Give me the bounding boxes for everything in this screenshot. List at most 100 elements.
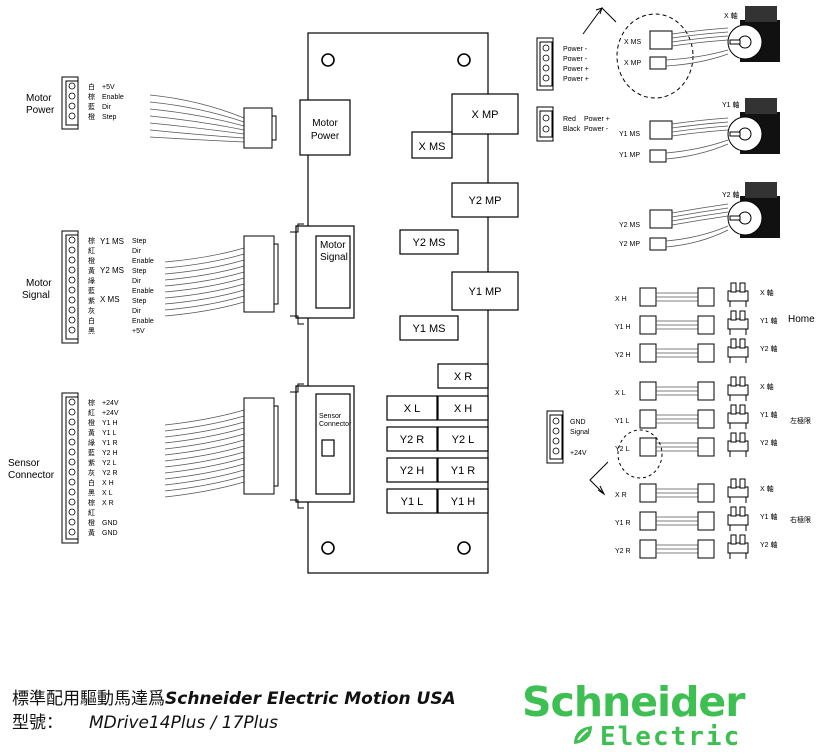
sensor-axis-label: X 軸 — [760, 484, 774, 493]
y1-ms-plug — [649, 120, 673, 140]
y2-motor-ms-label: Y2 MS — [619, 222, 640, 229]
board-x-ms — [411, 131, 453, 159]
ms-pin — [68, 306, 76, 314]
motor-power-label-line1: Motor — [26, 93, 52, 104]
board-sensor-xr — [437, 363, 489, 389]
ms-wire-color: 紅 — [88, 246, 95, 255]
ms-wire-color: 黃 — [88, 266, 95, 275]
board-x-ms-label: X MS — [419, 141, 446, 153]
x-motor-highlight-circle — [616, 13, 694, 99]
sensor-plug-left — [639, 315, 657, 335]
power-conn-pin3: Power + — [563, 66, 589, 73]
sensor-plug-right — [697, 539, 715, 559]
sc-pin — [68, 498, 76, 506]
board-sensor-xl-label: X L — [404, 403, 421, 415]
board-motor-signal-line1: Motor — [320, 240, 346, 251]
sensor-row-conn: Y1 R — [615, 520, 631, 527]
sc-wire-color: 橙 — [88, 418, 95, 427]
mount-hole — [457, 53, 471, 67]
footer-model: 型號：MDrive14Plus / 17Plus — [12, 708, 278, 733]
black-label: Black — [563, 126, 581, 133]
sensor-plug-left — [639, 539, 657, 559]
sc-pin — [68, 468, 76, 476]
mp-pin4-signal: Step — [102, 114, 117, 121]
board-sensor-y2h-label: Y2 H — [400, 465, 425, 477]
sensor-row: Y1 RY1 軸 — [615, 506, 778, 531]
sensor-plug-right — [697, 437, 715, 457]
sensor-plug-right — [697, 287, 715, 307]
sensor-row: X HX 軸 — [615, 282, 774, 307]
ms-pin — [68, 256, 76, 264]
board-sensor-y2r-label: Y2 R — [400, 434, 425, 446]
ms-group-y1: Y1 MS — [100, 237, 124, 246]
sensor-axis-label: Y1 軸 — [760, 410, 778, 419]
board-sensor-line1: Sensor — [319, 413, 342, 420]
ms-signal-label: Enable — [132, 318, 154, 325]
board-y1-mp — [451, 271, 519, 311]
y2-motor-name: Y2 軸 — [722, 190, 740, 199]
gnd-signal-connector: GND Signal +24V — [546, 410, 590, 464]
board-sensor-xl — [386, 395, 438, 421]
board-x-mp — [451, 93, 519, 135]
board-sensor-line2: Connector — [319, 421, 352, 428]
board-sensor-y2l — [437, 426, 489, 452]
red-label: Red — [563, 116, 576, 123]
sc-wire-color: 灰 — [88, 468, 95, 477]
sc-wire-color: 綠 — [88, 438, 95, 447]
mount-hole — [457, 541, 471, 555]
sc-pin — [68, 518, 76, 526]
sensor-row-conn: Y2 L — [615, 446, 630, 453]
sensor-plug — [243, 397, 275, 495]
ms-pin — [68, 266, 76, 274]
board-sensor-xh — [437, 395, 489, 421]
sensor-row: Y1 HY1 軸 — [615, 310, 778, 335]
board-y2-ms — [399, 229, 459, 255]
sensor-plug-right — [697, 315, 715, 335]
schneider-logo: Schneider Electric — [522, 678, 762, 754]
ms-wire-color: 綠 — [88, 276, 95, 285]
board-motor-power-header — [299, 99, 351, 156]
sc-signal-label: X H — [102, 480, 114, 487]
sensor-row-conn: X H — [615, 296, 627, 303]
ms-signal-label: Step — [132, 298, 147, 305]
motor-signal-plug — [243, 235, 275, 313]
sensor-label-line2: Connector — [8, 470, 55, 481]
main-board: Motor Power Motor Signal Sensor Connecto… — [290, 32, 519, 574]
sc-signal-label: +24V — [102, 400, 119, 407]
mp-pin2-color: 棕 — [88, 92, 95, 101]
sensor-axis-label: X 軸 — [760, 288, 774, 297]
footer-prefix: 標準配用驅動馬達爲 — [12, 689, 165, 709]
footer-model-label: 型號： — [12, 713, 63, 733]
y1-motor-icon — [727, 98, 780, 154]
black-power-label: Power - — [584, 126, 609, 133]
ms-pin — [68, 326, 76, 334]
x-motor-icon — [727, 6, 780, 62]
board-sensor-y2l-label: Y2 L — [452, 434, 475, 446]
sensor-label-line1: Sensor — [8, 458, 40, 469]
wiring-diagram: Motor Power 白 +5V 棕 Enable 藍 Dir 橙 Step … — [8, 6, 815, 574]
ms-signal-label: +5V — [132, 328, 145, 335]
ms-signal-label: Enable — [132, 288, 154, 295]
power-conn-pin1: Power - — [563, 46, 588, 53]
board-motor-power-line2: Power — [311, 131, 340, 142]
ms-wire-color: 橙 — [88, 256, 95, 265]
schneider-leaf-icon — [574, 726, 592, 744]
photo-sensor-icon — [727, 542, 749, 554]
footer-standard-motor: 標準配用驅動馬達爲Schneider Electric Motion USA — [12, 684, 456, 709]
sensor-axis-label: Y1 軸 — [760, 316, 778, 325]
sensor-row-conn: X R — [615, 492, 627, 499]
sensor-row-conn: Y1 L — [615, 418, 630, 425]
power-arrow — [582, 7, 617, 35]
motor-power-plug — [243, 107, 273, 149]
motor-power-cable — [149, 94, 245, 143]
sc-pin — [68, 508, 76, 516]
sc-wire-color: 黃 — [88, 428, 95, 437]
red-power-label: Power + — [584, 116, 610, 123]
power-conn-pin2: Power - — [563, 56, 588, 63]
board-sensor-xh-label: X H — [454, 403, 472, 415]
sensor-plug-right — [697, 343, 715, 363]
sc-signal-label: X R — [102, 500, 114, 507]
board-sensor-y1l-label: Y1 L — [401, 496, 424, 508]
